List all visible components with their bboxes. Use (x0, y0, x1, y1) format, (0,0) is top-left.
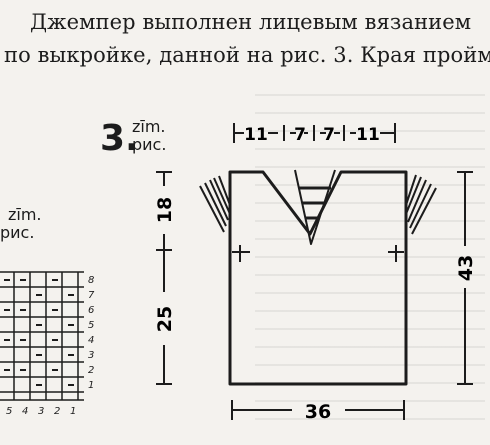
col-number: 2 (54, 406, 60, 417)
dim-left-lower: 25 (154, 306, 176, 332)
right-dimension-line (457, 171, 473, 385)
row-number: 2 (88, 365, 94, 376)
v-neck (294, 169, 336, 245)
knitting-chart-col-numbers: 5 4 3 2 1 (6, 406, 76, 417)
row-number: 4 (88, 335, 94, 346)
row-number: 7 (88, 290, 95, 301)
knitting-chart-grid (0, 271, 84, 401)
row-number: 1 (88, 380, 94, 391)
bottom-dimension-line (231, 400, 405, 420)
right-shoulder-fringe (405, 174, 437, 235)
col-number: 5 (6, 406, 12, 417)
left-shoulder-fringe (199, 175, 231, 233)
col-number: 4 (22, 406, 28, 417)
bleed-through-texture (255, 80, 485, 420)
dim-top-mid-right: 7 (323, 125, 335, 145)
body-text-line-2: по выкройке, данной на рис. 3. Края прой… (4, 43, 490, 67)
body-text-line-1: Джемпер выполнен лицевым вязанием (30, 10, 472, 34)
figure-2-caption-russian: рис. (0, 223, 35, 242)
dim-top-left: 11 (244, 125, 268, 145)
dim-top-right: 11 (356, 125, 380, 145)
col-number: 1 (70, 406, 76, 417)
row-number: 8 (88, 275, 94, 286)
row-number: 3 (88, 350, 94, 361)
col-number: 3 (38, 406, 44, 417)
row-number: 5 (88, 320, 94, 331)
figure-2-caption-latvian: zīm. (8, 205, 42, 224)
figure-3-caption-latvian: zīm. (132, 117, 166, 136)
dim-left-upper: 18 (154, 197, 176, 223)
knitting-chart-row-numbers: 8 7 6 5 4 3 2 1 (88, 275, 95, 391)
left-dimension-line (156, 171, 172, 385)
knitting-chart-stitch-marks (4, 279, 74, 386)
top-dimension-line (233, 123, 396, 143)
dim-bottom-width: 36 (305, 401, 331, 423)
row-number: 6 (88, 305, 94, 316)
dim-top-mid-left: 7 (294, 125, 306, 145)
figure-3-caption-russian: рис. (132, 135, 167, 154)
dim-right-height: 43 (455, 255, 477, 281)
figure-3-number: 3. (100, 118, 139, 159)
